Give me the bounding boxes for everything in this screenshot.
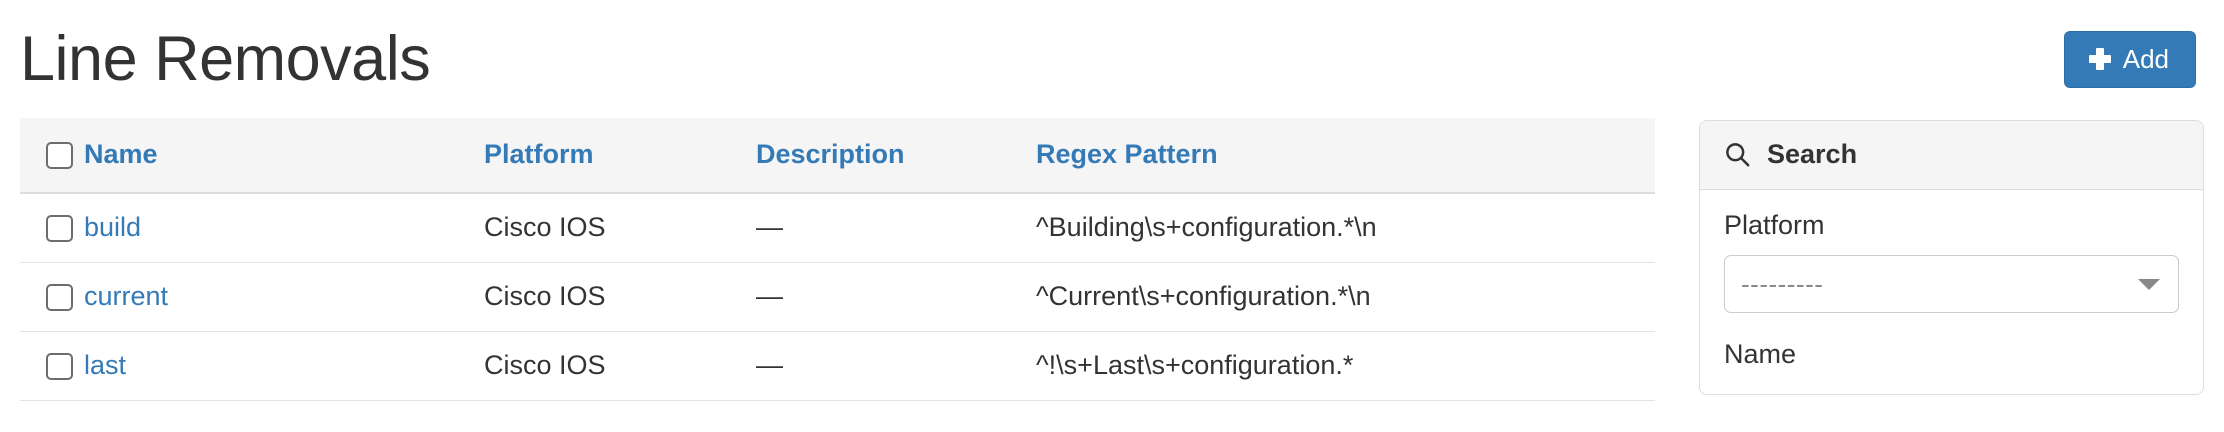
cell-description: — [756, 262, 1036, 332]
add-button[interactable]: Add [2063, 30, 2196, 88]
row-checkbox[interactable] [46, 353, 73, 381]
search-panel-header: Search [1700, 121, 2203, 190]
row-checkbox[interactable] [46, 284, 73, 312]
row-name-link[interactable]: build [84, 212, 142, 242]
cell-platform: Cisco IOS [484, 193, 756, 263]
row-checkbox[interactable] [46, 215, 73, 243]
table-row: build Cisco IOS — ^Building\s+configurat… [20, 193, 1655, 263]
row-select-cell [20, 262, 84, 332]
row-select-cell [20, 331, 84, 401]
platform-field-label: Platform [1724, 210, 1825, 240]
column-header-platform[interactable]: Platform [484, 118, 756, 194]
select-all-checkbox[interactable] [46, 142, 73, 170]
table-body: build Cisco IOS — ^Building\s+configurat… [20, 193, 1655, 401]
table-header-row: Name Platform Description Regex Pattern [20, 118, 1655, 194]
object-list-table-wrapper: Name Platform Description Regex Pattern [20, 118, 1655, 401]
search-panel-body: Platform --------- Name [1700, 190, 2203, 394]
column-header-name-link[interactable]: Name [84, 139, 158, 169]
cell-name: current [84, 262, 484, 332]
cell-regex-pattern: ^!\s+Last\s+configuration.* [1036, 331, 1655, 401]
plus-icon [2088, 47, 2111, 70]
column-header-name[interactable]: Name [84, 118, 484, 194]
column-header-regex-pattern-link[interactable]: Regex Pattern [1036, 139, 1218, 169]
search-icon [1726, 143, 1750, 167]
platform-select[interactable]: --------- [1724, 255, 2179, 313]
row-select-cell [20, 193, 84, 263]
content-area: Name Platform Description Regex Pattern [20, 118, 2204, 401]
search-panel: Search Platform --------- Name [1699, 120, 2204, 395]
row-name-link[interactable]: current [84, 281, 169, 311]
cell-platform: Cisco IOS [484, 331, 756, 401]
cell-regex-pattern: ^Current\s+configuration.*\n [1036, 262, 1655, 332]
column-header-regex-pattern[interactable]: Regex Pattern [1036, 118, 1655, 194]
chevron-down-icon [2138, 279, 2160, 290]
column-header-platform-link[interactable]: Platform [484, 139, 594, 169]
table-head: Name Platform Description Regex Pattern [20, 118, 1655, 194]
cell-description: — [756, 193, 1036, 263]
table-row: current Cisco IOS — ^Current\s+configura… [20, 262, 1655, 332]
object-list-table: Name Platform Description Regex Pattern [20, 118, 1655, 401]
search-panel-title: Search [1767, 139, 1858, 169]
page-header: Line Removals Add [20, 0, 2204, 118]
column-header-description[interactable]: Description [756, 118, 1036, 194]
table-row: last Cisco IOS — ^!\s+Last\s+configurati… [20, 331, 1655, 401]
cell-name: last [84, 331, 484, 401]
add-button-label: Add [2122, 43, 2169, 74]
cell-platform: Cisco IOS [484, 262, 756, 332]
column-header-description-link[interactable]: Description [756, 139, 905, 169]
cell-regex-pattern: ^Building\s+configuration.*\n [1036, 193, 1655, 263]
name-field-label: Name [1724, 339, 1797, 369]
cell-description: — [756, 331, 1036, 401]
row-name-link[interactable]: last [84, 350, 127, 380]
cell-name: build [84, 193, 484, 263]
page-title: Line Removals [20, 23, 431, 94]
select-all-header [20, 118, 84, 194]
platform-select-value: --------- [1741, 271, 1824, 297]
